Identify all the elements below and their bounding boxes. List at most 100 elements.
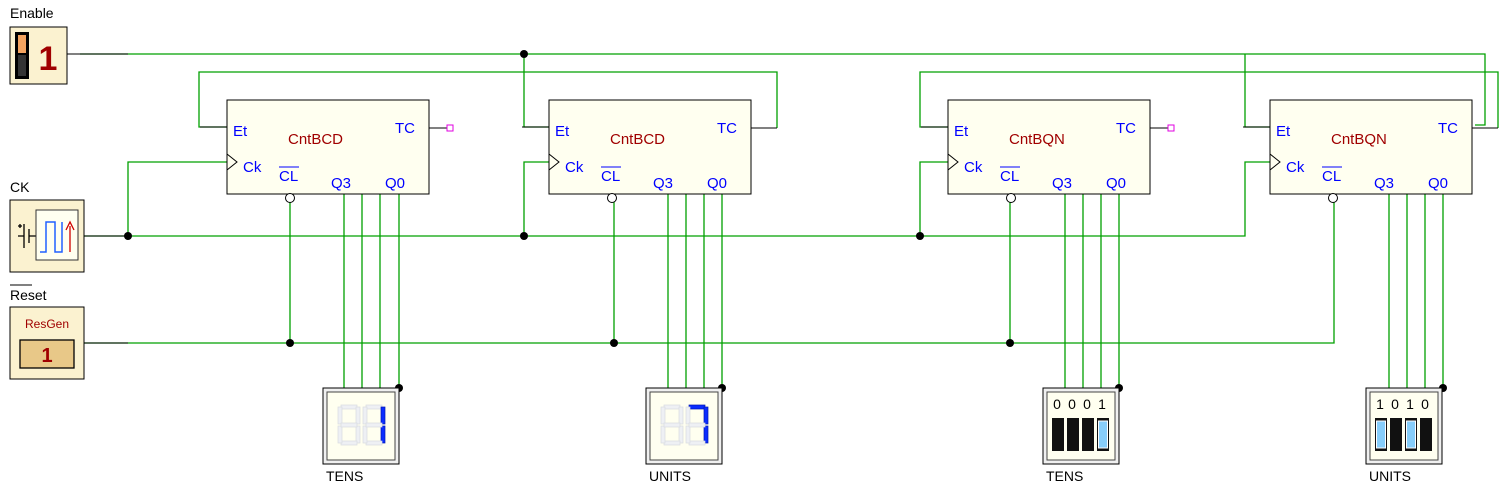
enable-switch[interactable]: Enable 1 — [9, 5, 68, 85]
pin-tc: TC — [1438, 120, 1458, 137]
segment-g — [688, 422, 706, 428]
clock-edge-icon — [947, 153, 959, 171]
bit-cell — [1052, 418, 1064, 451]
bit-led-on — [1406, 420, 1416, 449]
display-label: UNITS — [1369, 468, 1411, 484]
cl-bubble — [1006, 193, 1016, 203]
segment-f — [685, 406, 691, 425]
reset-wire — [84, 202, 1335, 344]
segment-c — [678, 425, 684, 444]
clock-label: CK — [10, 179, 30, 195]
cl-bubble — [607, 193, 617, 203]
displays: 1TENS7UNITS0001TENS1010UNITS — [322, 387, 1443, 484]
pin-ck: Ck — [243, 159, 262, 176]
segment-a — [663, 404, 681, 410]
segment-e — [660, 425, 666, 444]
bit-value: 0 — [1068, 396, 1076, 412]
enable-to-et4 — [1244, 54, 1270, 128]
wires — [80, 53, 1499, 388]
clock-to-ck3 — [919, 161, 948, 236]
enable-to-et2 — [523, 54, 549, 128]
bit-value: 0 — [1083, 396, 1091, 412]
pin-et: Et — [233, 123, 248, 140]
seven-segment-display-2: 7UNITS — [645, 387, 723, 484]
segment-d — [340, 440, 358, 446]
bit-led-on — [1376, 420, 1386, 449]
segment-e — [362, 425, 368, 444]
bit-value: 1 — [1406, 396, 1414, 412]
segment-c — [703, 425, 709, 444]
tc-probe-icon — [446, 124, 454, 132]
battery-icon — [18, 224, 36, 248]
segment-e — [685, 425, 691, 444]
enable-wire — [80, 53, 1486, 126]
pin-et: Et — [954, 123, 969, 140]
input-leads — [67, 53, 128, 344]
clock-edge-icon — [226, 153, 238, 171]
cl-bubble — [285, 193, 295, 203]
counter-name: CntBCD — [610, 131, 665, 148]
enable-value: 1 — [39, 40, 58, 78]
segment-f — [337, 406, 343, 425]
pin-q0: Q0 — [707, 175, 727, 192]
pin-et: Et — [1276, 123, 1291, 140]
bit-led-on — [1098, 420, 1108, 449]
pin-q3: Q3 — [331, 175, 351, 192]
q-wires-4 — [1388, 194, 1444, 388]
segment-c — [355, 425, 361, 444]
pin-q0: Q0 — [1106, 175, 1126, 192]
pin-tc: TC — [1116, 120, 1136, 137]
bit-value: 0 — [1391, 396, 1399, 412]
pin-q3: Q3 — [1052, 175, 1072, 192]
segment-b — [380, 406, 386, 425]
q-wires-3 — [1064, 194, 1120, 388]
segment-g — [663, 422, 681, 428]
segment-g — [340, 422, 358, 428]
pin-ck: Ck — [1286, 159, 1305, 176]
bit-value: 1 — [1376, 396, 1384, 412]
segment-f — [660, 406, 666, 425]
clock-to-ck1 — [127, 161, 227, 236]
clock-wire — [84, 161, 1270, 237]
segment-g — [365, 422, 383, 428]
segment-b — [703, 406, 709, 425]
segment-b — [678, 406, 684, 425]
segment-d — [365, 440, 383, 446]
reset-value: 1 — [41, 345, 52, 367]
pin-ck: Ck — [565, 159, 584, 176]
clock-to-ck2 — [523, 161, 549, 236]
reset-label: Reset — [10, 287, 47, 303]
pin-et: Et — [555, 123, 570, 140]
counter-name: CntBCD — [288, 131, 343, 148]
display-label: UNITS — [649, 468, 691, 484]
clock-generator[interactable]: CK — [9, 179, 85, 273]
bit-value: 0 — [1053, 396, 1061, 412]
bit-cell — [1390, 418, 1402, 451]
segment-c — [380, 425, 386, 444]
reset-generator[interactable]: Reset ResGen 1 — [9, 284, 85, 380]
bit-cell — [1420, 418, 1432, 451]
bit-cell — [1067, 418, 1079, 451]
q-wires-2 — [667, 194, 723, 388]
bit-cell — [1082, 418, 1094, 451]
segment-a — [340, 404, 358, 410]
segment-d — [663, 440, 681, 446]
pin-q0: Q0 — [385, 175, 405, 192]
cl-bubble — [1328, 193, 1338, 203]
pin-tc: TC — [395, 120, 415, 137]
enable-label: Enable — [10, 5, 54, 21]
display-label: TENS — [1046, 468, 1083, 484]
pin-cl: CL — [1322, 168, 1341, 185]
segment-f — [362, 406, 368, 425]
display-label: TENS — [326, 468, 363, 484]
reset-device-name: ResGen — [25, 317, 69, 331]
pin-tc: TC — [717, 120, 737, 137]
